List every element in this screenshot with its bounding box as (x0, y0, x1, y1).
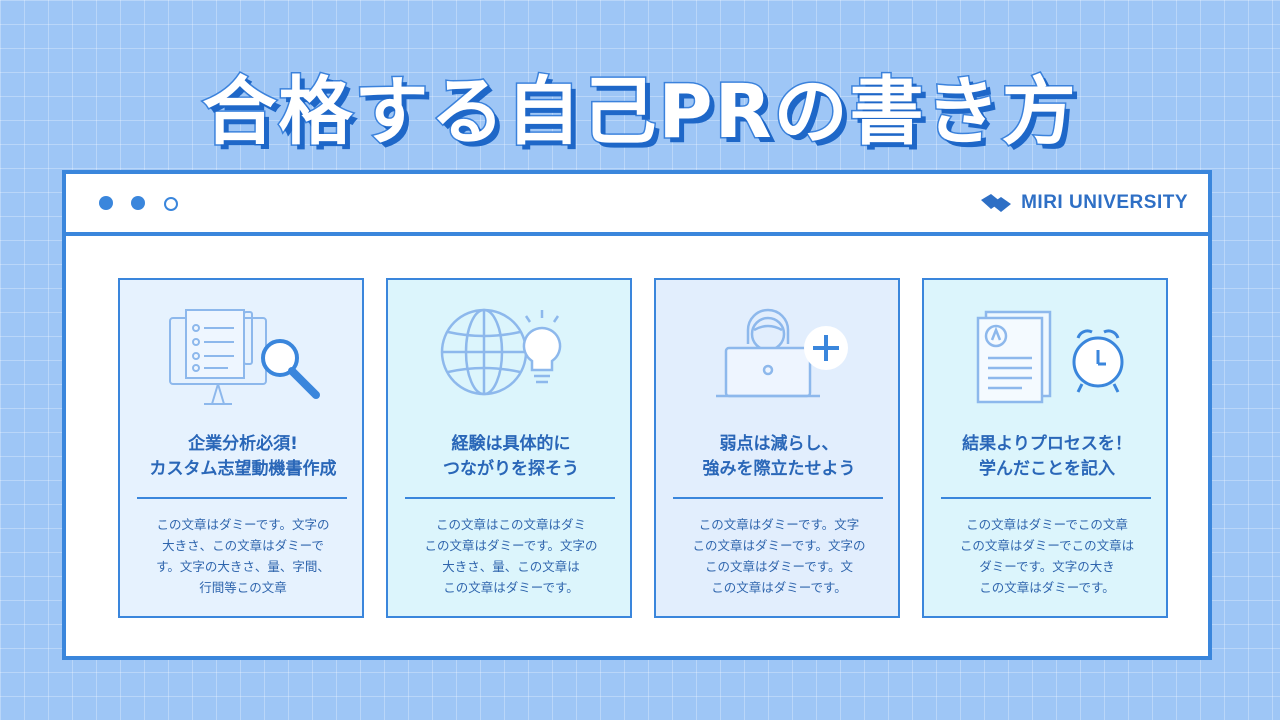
browser-window: MIRI UNIVERSITY (62, 170, 1212, 660)
card-body-line: この文章はダミーです。文字の (692, 538, 866, 553)
card-divider (405, 497, 615, 499)
card-body-line: 大きさ、量、この文章は (442, 559, 580, 574)
window-dot-1 (99, 196, 113, 210)
window-dot-2 (131, 196, 145, 210)
card-title: 企業分析必須! カスタム志望動機書作成 (120, 432, 366, 482)
globe-lightbulb-icon (440, 308, 562, 396)
card-title: 経験は具体的に つながりを探そう (388, 432, 634, 482)
card-title-line-2: つながりを探そう (443, 459, 579, 479)
card-strengths: 弱点は減らし、 強みを際立たせよう この文章はダミーです。文字 この文章はダミー… (654, 278, 900, 618)
window-titlebar: MIRI UNIVERSITY (66, 174, 1208, 236)
card-body-line: す。文字の大きさ、量、字間、 (156, 559, 330, 574)
card-body: この文章はダミーです。文字の 大きさ、この文章はダミーで す。文字の大きさ、量、… (130, 514, 356, 598)
card-title: 弱点は減らし、 強みを際立たせよう (656, 432, 902, 482)
card-divider (137, 497, 347, 499)
brand-logo-icon (981, 194, 1012, 212)
card-body-line: ダミーです。文字の大き (979, 559, 1115, 574)
card-title-line-1: 結果よりプロセスを！ (962, 434, 1132, 454)
card-body-line: この文章はダミーです。文字の (424, 538, 598, 553)
card-body-line: 行間等この文章 (199, 580, 287, 595)
card-body-line: この文章はこの文章はダミ (435, 517, 586, 532)
card-title-line-2: 強みを際立たせよう (702, 459, 856, 479)
card-body-line: この文章はダミーです。文 (704, 559, 853, 574)
headline: 合格する自己PRの書き方 (201, 68, 1078, 157)
window-dot-3 (164, 197, 178, 211)
card-body: この文章はダミーです。文字 この文章はダミーです。文字の この文章はダミーです。… (666, 514, 892, 598)
card-title-line-1: 弱点は減らし、 (719, 434, 839, 454)
card-divider (673, 497, 883, 499)
card-title-line-2: 学んだことを記入 (979, 459, 1115, 479)
card-process: 結果よりプロセスを！ 学んだことを記入 この文章はダミーでこの文章 この文章はダ… (922, 278, 1168, 618)
card-divider (941, 497, 1151, 499)
card-body-line: この文章はダミーです。文字の (156, 517, 330, 532)
report-clock-icon (976, 310, 1124, 404)
card-title-line-1: 経験は具体的に (451, 434, 571, 454)
card-body-line: この文章はダミーでこの文章は (959, 538, 1135, 553)
brand-name: MIRI UNIVERSITY (1021, 192, 1188, 213)
card-company-analysis: 企業分析必須! カスタム志望動機書作成 この文章はダミーです。文字の 大きさ、こ… (118, 278, 364, 618)
card-body-line: 大きさ、この文章はダミーで (162, 538, 324, 553)
card-experience: 経験は具体的に つながりを探そう この文章はこの文章はダミ この文章はダミーです… (386, 278, 632, 618)
card-title-line-1: 企業分析必須! (188, 434, 298, 454)
card-body-line: この文章はダミーでこの文章 (966, 517, 1128, 532)
card-body-line: この文章はダミーです。 (979, 580, 1115, 595)
card-body-line: この文章はダミーです。 (443, 580, 579, 595)
card-title-line-2: カスタム志望動機書作成 (149, 459, 337, 479)
card-body: この文章はダミーでこの文章 この文章はダミーでこの文章は ダミーです。文字の大き… (934, 514, 1160, 598)
card-body-line: この文章はダミーです。 (711, 580, 847, 595)
document-search-icon (169, 309, 320, 405)
laptop-person-plus-icon (716, 308, 848, 398)
card-body-line: この文章はダミーです。文字 (698, 517, 860, 532)
card-title: 結果よりプロセスを！ 学んだことを記入 (924, 432, 1170, 482)
card-body: この文章はこの文章はダミ この文章はダミーです。文字の 大きさ、量、この文章は … (398, 514, 624, 598)
brand: MIRI UNIVERSITY (979, 190, 1188, 216)
